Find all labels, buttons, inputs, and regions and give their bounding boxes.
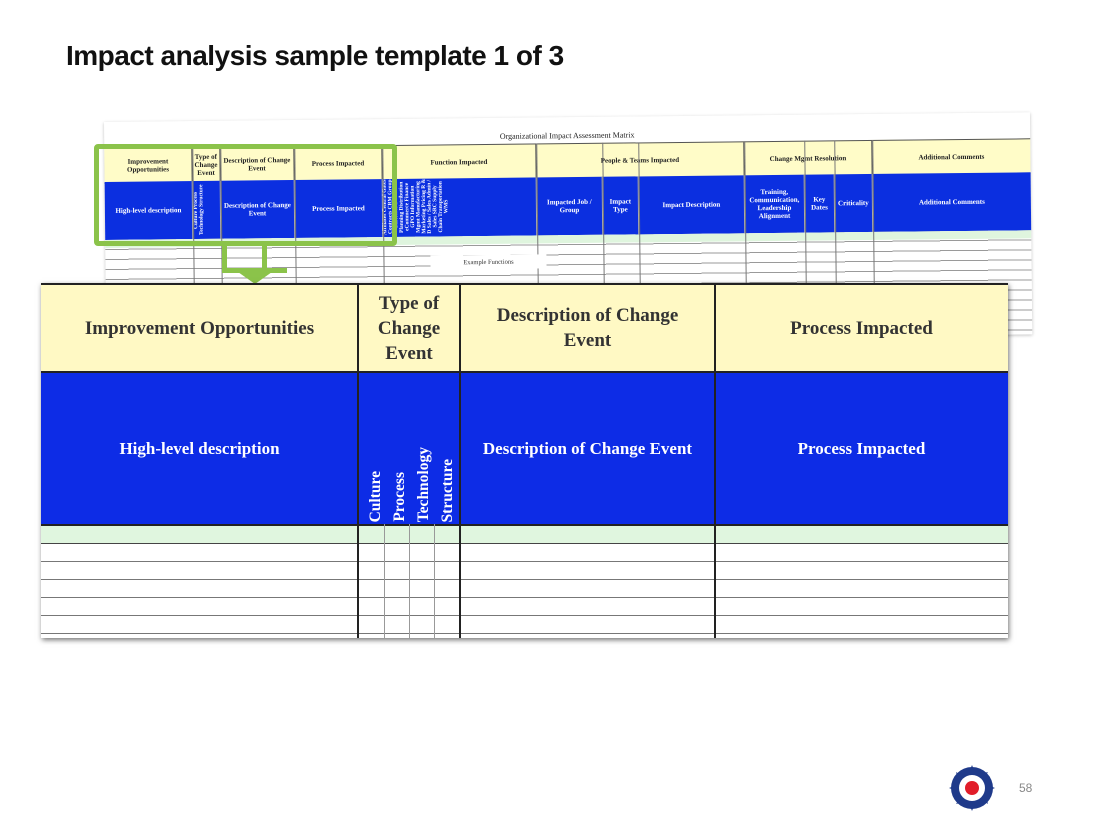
cell-process-impacted: Process Impacted: [715, 373, 1008, 524]
header-improvement-opportunities: Improvement Opportunities: [41, 283, 358, 373]
matrix-blue-cell: Impact Description: [638, 175, 746, 235]
connector-line: [262, 244, 267, 272]
cell-high-level-description: High-level description: [41, 373, 358, 524]
header-type-of-change-event: Type of Change Event: [358, 283, 460, 373]
column-divider: [459, 283, 461, 638]
type-structure: Structure: [439, 458, 456, 522]
matrix-functions-cell: Affiliates Central Gates Contracts CRM G…: [382, 177, 538, 238]
matrix-blue-cell: Impact Type: [602, 176, 640, 235]
matrix-blue-cell: Criticality: [834, 173, 874, 233]
connector-line: [222, 244, 227, 272]
page-number: 58: [1019, 781, 1033, 795]
green-row: [41, 524, 1008, 544]
matrix-header-cell: People & Teams Impacted: [536, 142, 745, 179]
cell-type-items: Culture Process Technology Structure: [358, 373, 460, 524]
empty-rows: [41, 544, 1008, 638]
roundel-logo-icon: [949, 765, 995, 811]
matrix-blue-cell: Key Dates: [804, 174, 836, 233]
highlight-box: [94, 144, 397, 246]
column-divider: [357, 283, 359, 638]
cell-description-of-change-event: Description of Change Event: [460, 373, 715, 524]
column-description: Description of Change Event Description …: [460, 283, 715, 638]
matrix-blue-cell: Impacted Job / Group: [536, 176, 604, 236]
type-culture: Culture: [367, 470, 384, 522]
example-functions-label: Example Functions: [430, 254, 547, 270]
matrix-header-cell: Function Impacted: [382, 144, 537, 181]
type-process: Process: [391, 472, 408, 522]
sub-divider: [434, 524, 435, 638]
type-technology: Technology: [415, 446, 432, 522]
matrix-blue-cell: Additional Comments: [918, 197, 985, 207]
column-divider: [714, 283, 716, 638]
slide-title: Impact analysis sample template 1 of 3: [66, 40, 564, 71]
matrix-header-cell: Additional Comments: [918, 152, 985, 162]
zoomed-table: Improvement Opportunities High-level des…: [41, 283, 1008, 638]
column-process: Process Impacted Process Impacted: [715, 283, 1008, 638]
sub-divider: [409, 524, 410, 638]
sub-divider: [384, 524, 385, 638]
connector-bar: [222, 268, 287, 273]
header-process-impacted: Process Impacted: [715, 283, 1008, 373]
matrix-header-cell: Change Mgmt Resolution: [744, 140, 873, 177]
arrow-down-icon: [238, 272, 272, 284]
column-improvement: Improvement Opportunities High-level des…: [41, 283, 358, 638]
header-description-of-change-event: Description of Change Event: [460, 283, 715, 373]
column-type: Type of Change Event Culture Process Tec…: [358, 283, 460, 638]
matrix-blue-cell: Training, Communication, Leadership Alig…: [744, 174, 806, 234]
